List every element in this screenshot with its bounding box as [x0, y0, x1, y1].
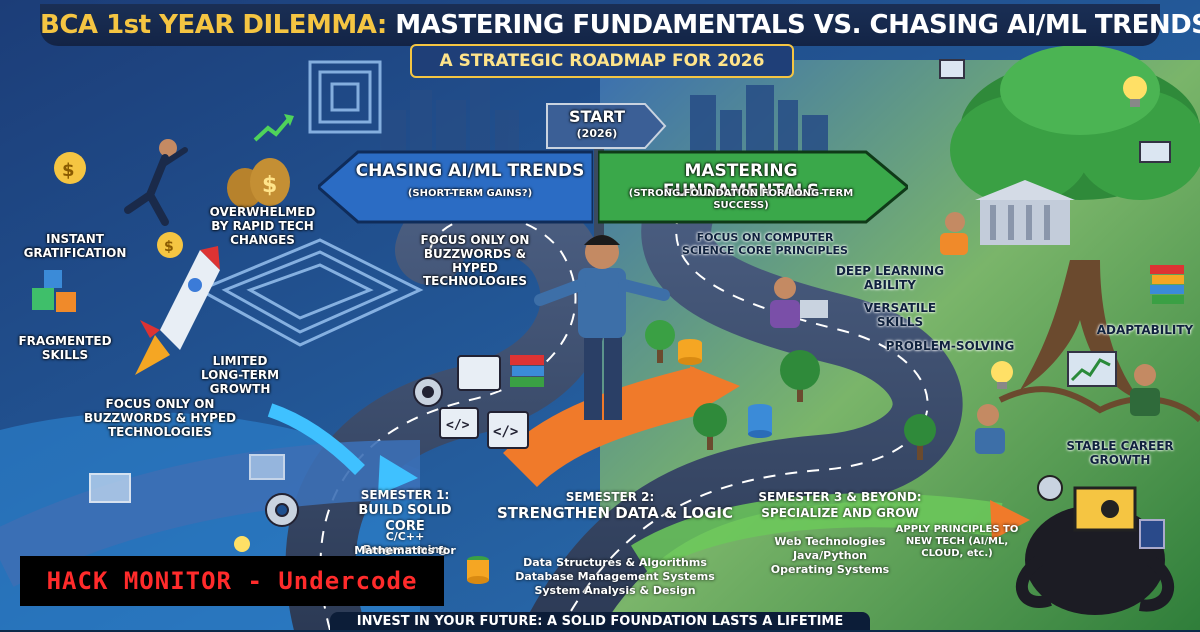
label-adaptability: ADAPTABILITY: [1096, 323, 1194, 337]
semester-2-title: SEMESTER 2:: [565, 490, 655, 504]
label-limited-growth: LIMITED LONG-TERM GROWTH: [200, 354, 280, 396]
svg-text:</>: </>: [493, 424, 518, 440]
label-versatile-skills: VERSATILE SKILLS: [863, 301, 937, 329]
semester-2-subtitle: STRENGTHEN DATA & LOGIC: [496, 504, 733, 522]
page-title: BCA 1st YEAR DILEMMA: MASTERING FUNDAMEN…: [40, 4, 1200, 46]
svg-text:$: $: [164, 239, 174, 255]
start-sign: [546, 103, 667, 149]
semester-1-subtitle: BUILD SOLID CORE: [358, 503, 452, 534]
semester-2-item: Data Structures & Algorithms: [523, 556, 707, 569]
footer-banner: INVEST IN YOUR FUTURE: A SOLID FOUNDATIO…: [330, 612, 870, 630]
right-sign-title: MASTERING FUNDAMENTALS: [662, 161, 820, 201]
semester-3-item: Java/Python: [792, 549, 868, 562]
label-instant-gratification: INSTANT GRATIFICATION: [23, 232, 127, 260]
svg-text:</>: </>: [446, 418, 470, 433]
svg-text:$: $: [62, 160, 75, 181]
left-sign-subtitle: (SHORT-TERM GAINS?): [407, 188, 533, 199]
label-apply-principles: APPLY PRINCIPLES TO NEW TECH (AI/ML, CLO…: [895, 524, 1019, 559]
semester-1-title: SEMESTER 1:: [360, 488, 450, 502]
semester-2-item: Database Management Systems: [515, 570, 715, 583]
label-buzzwords-road: FOCUS ONLY ON BUZZWORDS & HYPED TECHNOLO…: [420, 233, 530, 289]
label-cs-core: FOCUS ON COMPUTER SCIENCE CORE PRINCIPLE…: [682, 231, 848, 257]
title-banner: BCA 1st YEAR DILEMMA: MASTERING FUNDAMEN…: [40, 4, 1200, 46]
label-overwhelmed: OVERWHELMED BY RAPID TECH CHANGES: [209, 205, 316, 247]
left-arrow-sign: [318, 150, 593, 224]
label-buzzwords-left: FOCUS ONLY ON BUZZWORDS & HYPED TECHNOLO…: [83, 397, 237, 439]
semester-3-title: SEMESTER 3 & BEYOND:: [758, 490, 922, 504]
label-stable-career: STABLE CAREER GROWTH: [1066, 439, 1174, 467]
label-fragmented-skills: FRAGMENTED SKILLS: [18, 334, 112, 362]
right-sign-subtitle: (STRONG FOUNDATION FOR LONG-TERM SUCCESS…: [628, 188, 854, 211]
semester-3-item: Web Technologies: [774, 535, 886, 548]
svg-text:$: $: [262, 173, 277, 198]
semester-1-item: C/C++ Programming: [362, 530, 448, 557]
semester-3-item: Operating Systems: [770, 563, 890, 576]
label-deep-learning: DEEP LEARNING ABILITY: [835, 264, 945, 292]
title-highlight: BCA 1st YEAR DILEMMA:: [40, 10, 387, 40]
left-sign-title: CHASING AI/ML TRENDS: [355, 161, 585, 181]
watermark-banner: HACK MONITOR - Undercode: [20, 556, 444, 606]
label-problem-solving: PROBLEM-SOLVING: [885, 339, 1015, 353]
subtitle: A STRATEGIC ROADMAP FOR 2026: [410, 44, 794, 78]
start-year: (2026): [576, 127, 618, 140]
semester-2-item: System Analysis & Design: [534, 584, 696, 597]
semester-3-subtitle: SPECIALIZE AND GROW: [761, 506, 919, 520]
right-arrow-sign: [598, 150, 908, 224]
start-label: START: [568, 107, 626, 126]
title-main: MASTERING FUNDAMENTALS VS. CHASING AI/ML…: [395, 10, 1200, 40]
